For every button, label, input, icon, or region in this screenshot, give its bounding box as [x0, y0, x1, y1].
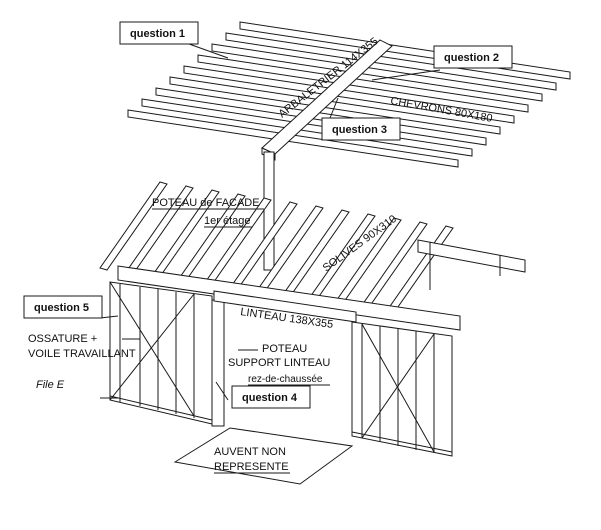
file-e-label: File E	[36, 379, 65, 391]
premier-etage-label: 1er étage	[204, 215, 250, 227]
question-1-box: question 1	[119, 21, 199, 45]
floor-rim	[117, 265, 461, 331]
ossature-label-2: VOILE TRAVAILLANT	[28, 348, 136, 360]
floor-solives	[99, 181, 454, 315]
poteau-support-label-1: POTEAU	[262, 343, 307, 355]
right-wall	[351, 321, 453, 457]
question-5-box: question 5	[23, 295, 103, 319]
linteau-beam	[213, 290, 357, 323]
solive-joist	[99, 181, 168, 271]
question-2-label: question 2	[444, 52, 499, 64]
solive-joist	[203, 197, 272, 287]
poteau-support-linteau	[211, 299, 225, 427]
ossature-label-1: OSSATURE +	[28, 333, 97, 345]
solive-joist	[385, 225, 454, 315]
question-4-box: question 4	[231, 385, 311, 409]
question-1-label: question 1	[130, 28, 185, 40]
poteau-facade-label: POTEAU de FACADE	[152, 197, 260, 209]
poteau-support-label-2: SUPPORT LINTEAU	[228, 357, 330, 369]
left-wall	[109, 281, 213, 425]
poteau-facade	[263, 151, 275, 271]
side-beam	[417, 239, 526, 290]
chevron-rafter	[211, 43, 543, 102]
auvent-slab	[173, 427, 354, 485]
chevron-rafter	[127, 109, 459, 168]
auvent-label-1: AUVENT NON	[214, 446, 286, 458]
question-5-label: question 5	[34, 302, 89, 314]
chevron-rafter	[183, 65, 515, 124]
leader-lines	[99, 39, 441, 401]
rez-de-chaussee-label: rez-de-chaussée	[248, 374, 323, 385]
question-3-label: question 3	[332, 124, 387, 136]
question-4-label: question 4	[242, 392, 298, 404]
question-3-box: question 3	[321, 117, 401, 141]
solives-label: SOLIVES 90X310	[321, 213, 399, 274]
chevron-rafter	[197, 54, 529, 113]
question-2-box: question 2	[433, 45, 513, 69]
auvent-label-2: REPRESENTE	[214, 461, 289, 473]
